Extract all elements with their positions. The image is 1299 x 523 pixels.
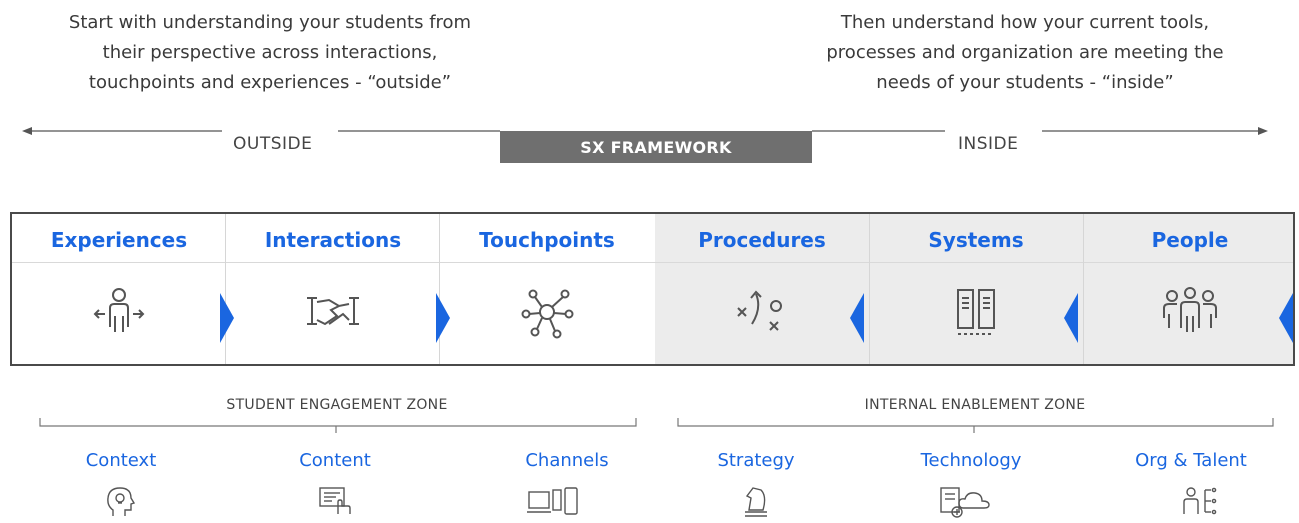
column-systems: Systems <box>869 214 1083 364</box>
subitem-technology: Technology <box>920 450 1022 471</box>
subitem-context: Context <box>85 450 157 471</box>
column-title: Experiences <box>50 228 188 252</box>
column-people: People <box>1083 214 1293 364</box>
header-divider <box>12 262 1293 263</box>
inside-intro-line: processes and organization are meeting t… <box>826 42 1224 63</box>
right-arrow-icon <box>220 293 234 343</box>
outside-intro-line: touchpoints and experiences - “outside” <box>88 72 452 93</box>
left-arrow-icon <box>1064 293 1078 343</box>
column-title: Systems <box>928 228 1024 252</box>
zone-brace-right <box>677 418 1274 433</box>
server-racks-icon <box>957 289 995 335</box>
org-chart-icon <box>1183 487 1217 515</box>
inside-intro-line: needs of your students - “inside” <box>876 72 1174 93</box>
student-engagement-zone-label: STUDENT ENGAGEMENT ZONE <box>226 397 448 413</box>
column-title: Touchpoints <box>479 228 615 252</box>
inside-label: INSIDE <box>958 134 1019 154</box>
head-bulb-icon <box>107 487 136 516</box>
column-touchpoints: Touchpoints <box>440 214 654 364</box>
chess-knight-icon <box>745 487 767 517</box>
server-cloud-icon <box>940 487 990 518</box>
axis-arrows <box>22 127 1268 135</box>
column-divider <box>225 214 226 364</box>
left-arrow-icon <box>1279 293 1293 343</box>
subitem-org-talent: Org & Talent <box>1135 450 1247 471</box>
outside-intro-line: Start with understanding your students f… <box>68 12 472 33</box>
framework-panel: Experiences Interactions <box>10 212 1295 366</box>
strategy-play-icon <box>737 290 782 331</box>
group-icon <box>1163 287 1217 332</box>
outside-inside-axis: OUTSIDE INSIDE <box>0 120 1299 160</box>
column-title: Procedures <box>698 228 826 252</box>
sx-framework-bar: SX FRAMEWORK <box>500 131 812 163</box>
inside-intro-line: Then understand how your current tools, <box>840 12 1210 33</box>
zone-brace-left <box>39 418 637 433</box>
column-divider <box>439 214 440 364</box>
network-icon <box>521 289 574 339</box>
subitem-channels: Channels <box>525 450 609 471</box>
column-title: Interactions <box>264 228 402 252</box>
column-title: People <box>1151 228 1229 252</box>
outside-intro-line: their perspective across interactions, <box>102 42 438 63</box>
column-procedures: Procedures <box>655 214 869 364</box>
column-interactions: Interactions <box>226 214 440 364</box>
column-experiences: Experiences <box>12 214 226 364</box>
column-divider <box>869 214 870 364</box>
content-touch-icon <box>319 487 351 514</box>
subitem-strategy: Strategy <box>717 450 795 471</box>
outside-intro-text: Start with understanding your students f… <box>30 8 510 98</box>
left-arrow-icon <box>850 293 864 343</box>
internal-enablement-zone-label: INTERNAL ENABLEMENT ZONE <box>864 397 1086 413</box>
person-arrows-icon <box>93 288 145 332</box>
handshake-icon <box>307 297 359 326</box>
subitem-content: Content <box>299 450 371 471</box>
right-arrow-icon <box>436 293 450 343</box>
devices-icon <box>527 487 578 515</box>
outside-label: OUTSIDE <box>233 134 313 154</box>
column-divider <box>1083 214 1084 364</box>
inside-intro-text: Then understand how your current tools, … <box>780 8 1270 98</box>
